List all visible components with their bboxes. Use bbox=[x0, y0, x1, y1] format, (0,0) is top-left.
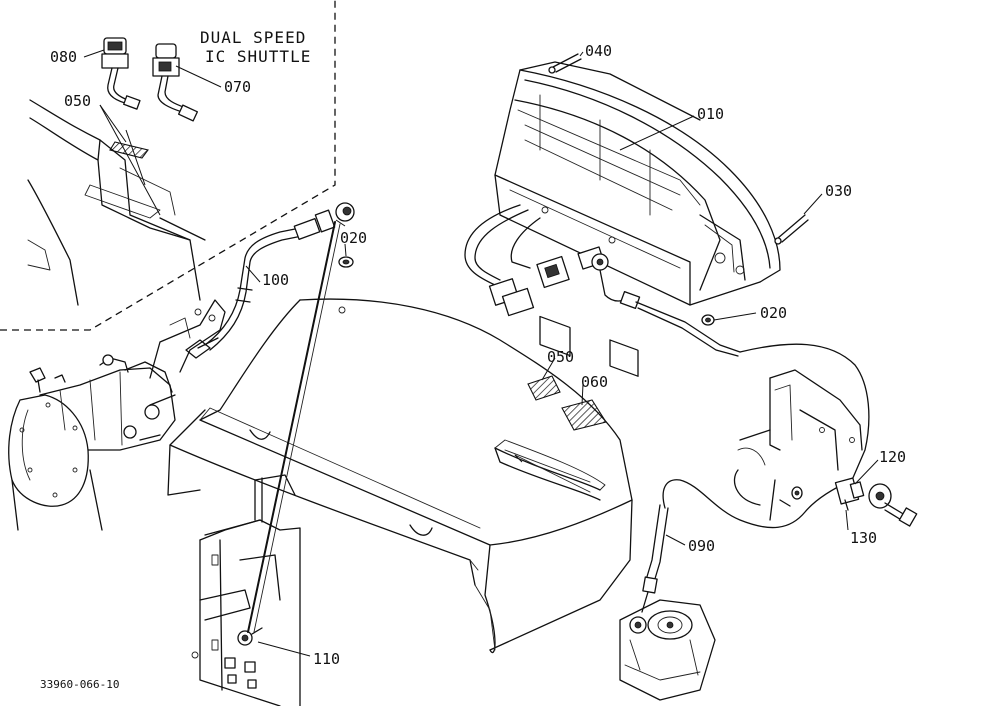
washer-020-right bbox=[701, 314, 715, 326]
callout-060: 060 bbox=[581, 373, 608, 391]
drive-unit-120 bbox=[834, 477, 865, 511]
right-bracket bbox=[733, 369, 863, 521]
switch-080 bbox=[101, 37, 141, 110]
callout-050: 050 bbox=[547, 348, 574, 366]
speedometer-cable bbox=[619, 290, 870, 529]
callout-070: 070 bbox=[224, 78, 251, 96]
callout-100: 100 bbox=[262, 271, 289, 289]
callout-120: 120 bbox=[879, 448, 906, 466]
inset-dash-panel bbox=[27, 99, 206, 306]
bolt-120 bbox=[884, 502, 918, 527]
decal-050 bbox=[527, 375, 561, 401]
inset-decal-050 bbox=[109, 141, 149, 159]
decal-060 bbox=[561, 399, 607, 431]
callout-090: 090 bbox=[688, 537, 715, 555]
instrument-panel-010 bbox=[464, 61, 781, 377]
inset-detail: DUAL SPEED IC SHUTTLE bbox=[0, 0, 336, 331]
callout-010: 010 bbox=[697, 105, 724, 123]
callout-040: 040 bbox=[585, 42, 612, 60]
gearbox-housing bbox=[619, 599, 716, 701]
callout-080: 080 bbox=[50, 48, 77, 66]
pull-rod bbox=[247, 221, 341, 633]
transmission-housing bbox=[8, 299, 226, 531]
inset-border bbox=[0, 0, 336, 331]
cable-100 bbox=[204, 202, 355, 351]
dash-hood bbox=[167, 298, 633, 653]
callout-130: 130 bbox=[850, 529, 877, 547]
drawing-number: 33960-066-10 bbox=[40, 678, 119, 691]
gasket-130 bbox=[868, 483, 892, 509]
screw-030 bbox=[774, 214, 809, 245]
screw-040 bbox=[548, 53, 582, 74]
callout-020-right: 020 bbox=[760, 304, 787, 322]
cable-090 bbox=[629, 504, 669, 634]
callout-050-inset: 050 bbox=[64, 92, 91, 110]
washer-020-top bbox=[338, 256, 354, 268]
callout-030: 030 bbox=[825, 182, 852, 200]
callout-110: 110 bbox=[313, 650, 340, 668]
callout-020-top: 020 bbox=[340, 229, 367, 247]
switch-070 bbox=[152, 43, 199, 122]
lower-frame bbox=[191, 474, 301, 706]
inset-title-line2: IC SHUTTLE bbox=[205, 47, 311, 66]
inset-title-line1: DUAL SPEED bbox=[200, 28, 306, 47]
